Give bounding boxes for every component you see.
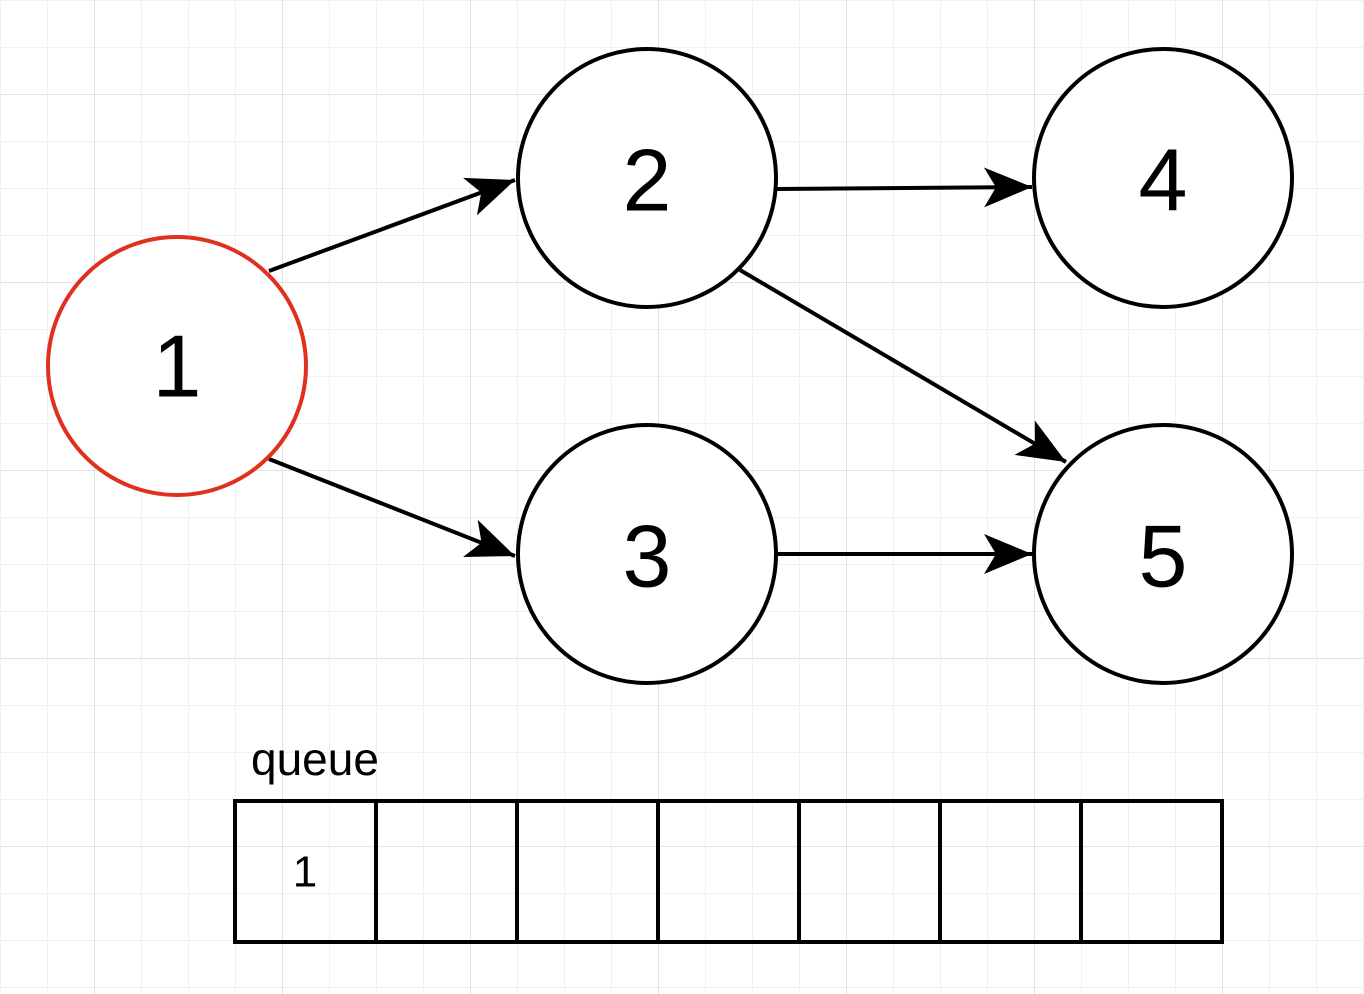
edge-1-2 (268, 177, 516, 273)
edge-2-5 (738, 268, 1068, 464)
node-2[interactable]: 2 (516, 47, 778, 309)
queue-cell (797, 799, 942, 944)
node-5[interactable]: 5 (1032, 423, 1294, 685)
node-4[interactable]: 4 (1032, 47, 1294, 309)
node-1-circle (46, 235, 308, 497)
node-4-label: 4 (1139, 131, 1188, 230)
queue-cell (374, 799, 519, 944)
edge-2-4 (776, 167, 1033, 208)
node-2-circle (516, 47, 778, 309)
node-3-label: 3 (623, 507, 672, 606)
queue-cell-value-0: 1 (293, 848, 317, 897)
queue-box: 1 (233, 799, 1224, 944)
queue-cell (656, 799, 801, 944)
node-5-circle (1032, 423, 1294, 685)
node-1-label: 1 (153, 317, 202, 416)
node-1[interactable]: 1 (46, 235, 308, 497)
edges (268, 167, 1068, 574)
node-3[interactable]: 3 (516, 423, 778, 685)
node-2-label: 2 (623, 131, 672, 230)
edge-1-3 (268, 457, 516, 558)
queue-cell (1079, 799, 1224, 944)
node-5-label: 5 (1139, 507, 1188, 606)
queue-title: queue (251, 733, 379, 785)
queue-cell (515, 799, 660, 944)
queue-cell (938, 799, 1083, 944)
node-4-circle (1032, 47, 1294, 309)
node-3-circle (516, 423, 778, 685)
